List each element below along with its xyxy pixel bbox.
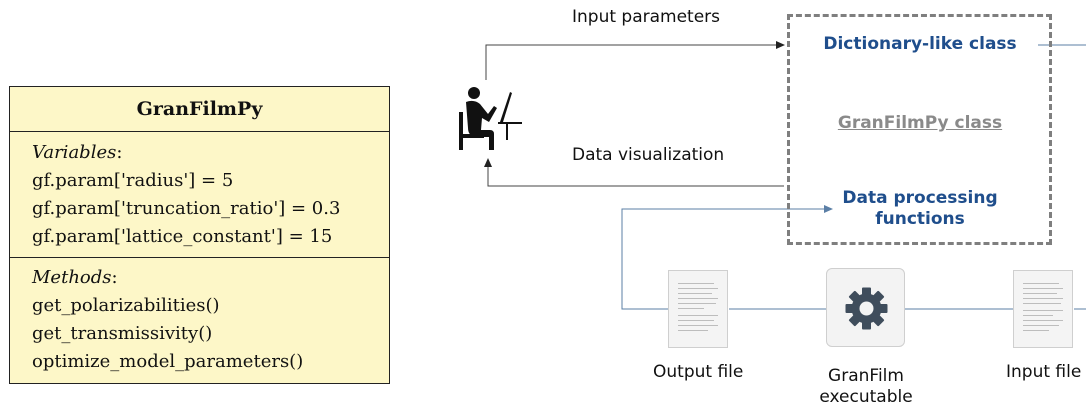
executable-label-line: executable <box>819 387 913 407</box>
method-line: get_polarizabilities() <box>32 295 220 316</box>
variables-header: Variables <box>32 142 117 163</box>
executable-label-line: GranFilm <box>828 366 904 386</box>
class-name: GranFilmPy <box>10 87 389 132</box>
uml-class-box: GranFilmPy Variables: gf.param['radius']… <box>9 86 390 384</box>
executable-label: GranFilm executable <box>806 366 926 408</box>
variable-line: gf.param['lattice_constant'] = 15 <box>32 226 333 247</box>
data-processing-line: functions <box>875 209 965 229</box>
document-icon <box>668 270 728 348</box>
document-icon <box>1013 270 1073 348</box>
methods-header: Methods <box>32 267 112 288</box>
executable-box <box>826 268 905 347</box>
variables-heading: Variables: <box>32 139 389 167</box>
input-parameters-label: Input parameters <box>572 7 721 27</box>
user-at-computer-icon <box>459 87 522 150</box>
input-parameters-arrow <box>485 41 785 80</box>
gear-icon <box>845 287 888 330</box>
methods-section: Methods: get_polarizabilities() get_tran… <box>10 258 389 376</box>
granfilmpy-module-box <box>787 14 1052 245</box>
variables-colon: : <box>116 142 123 163</box>
data-visualization-arrow <box>484 158 784 187</box>
methods-colon: : <box>111 267 118 288</box>
output-file-label: Output file <box>653 362 744 382</box>
input-file-label: Input file <box>1006 362 1082 382</box>
methods-heading: Methods: <box>32 264 389 292</box>
data-visualization-label: Data visualization <box>572 145 725 165</box>
variables-section: Variables: gf.param['radius'] = 5 gf.par… <box>10 132 389 258</box>
output-to-processing-arrow <box>621 205 833 310</box>
variable-line: gf.param['radius'] = 5 <box>32 170 234 191</box>
granfilmpy-class-label: GranFilmPy class <box>837 113 1003 133</box>
method-line: optimize_model_parameters() <box>32 351 304 372</box>
data-processing-line: Data processing <box>842 188 998 208</box>
method-line: get_transmissivity() <box>32 323 213 344</box>
dictionary-class-label: Dictionary-like class <box>823 34 1017 54</box>
data-processing-label: Data processing functions <box>790 188 1050 230</box>
variable-line: gf.param['truncation_ratio'] = 0.3 <box>32 198 341 219</box>
